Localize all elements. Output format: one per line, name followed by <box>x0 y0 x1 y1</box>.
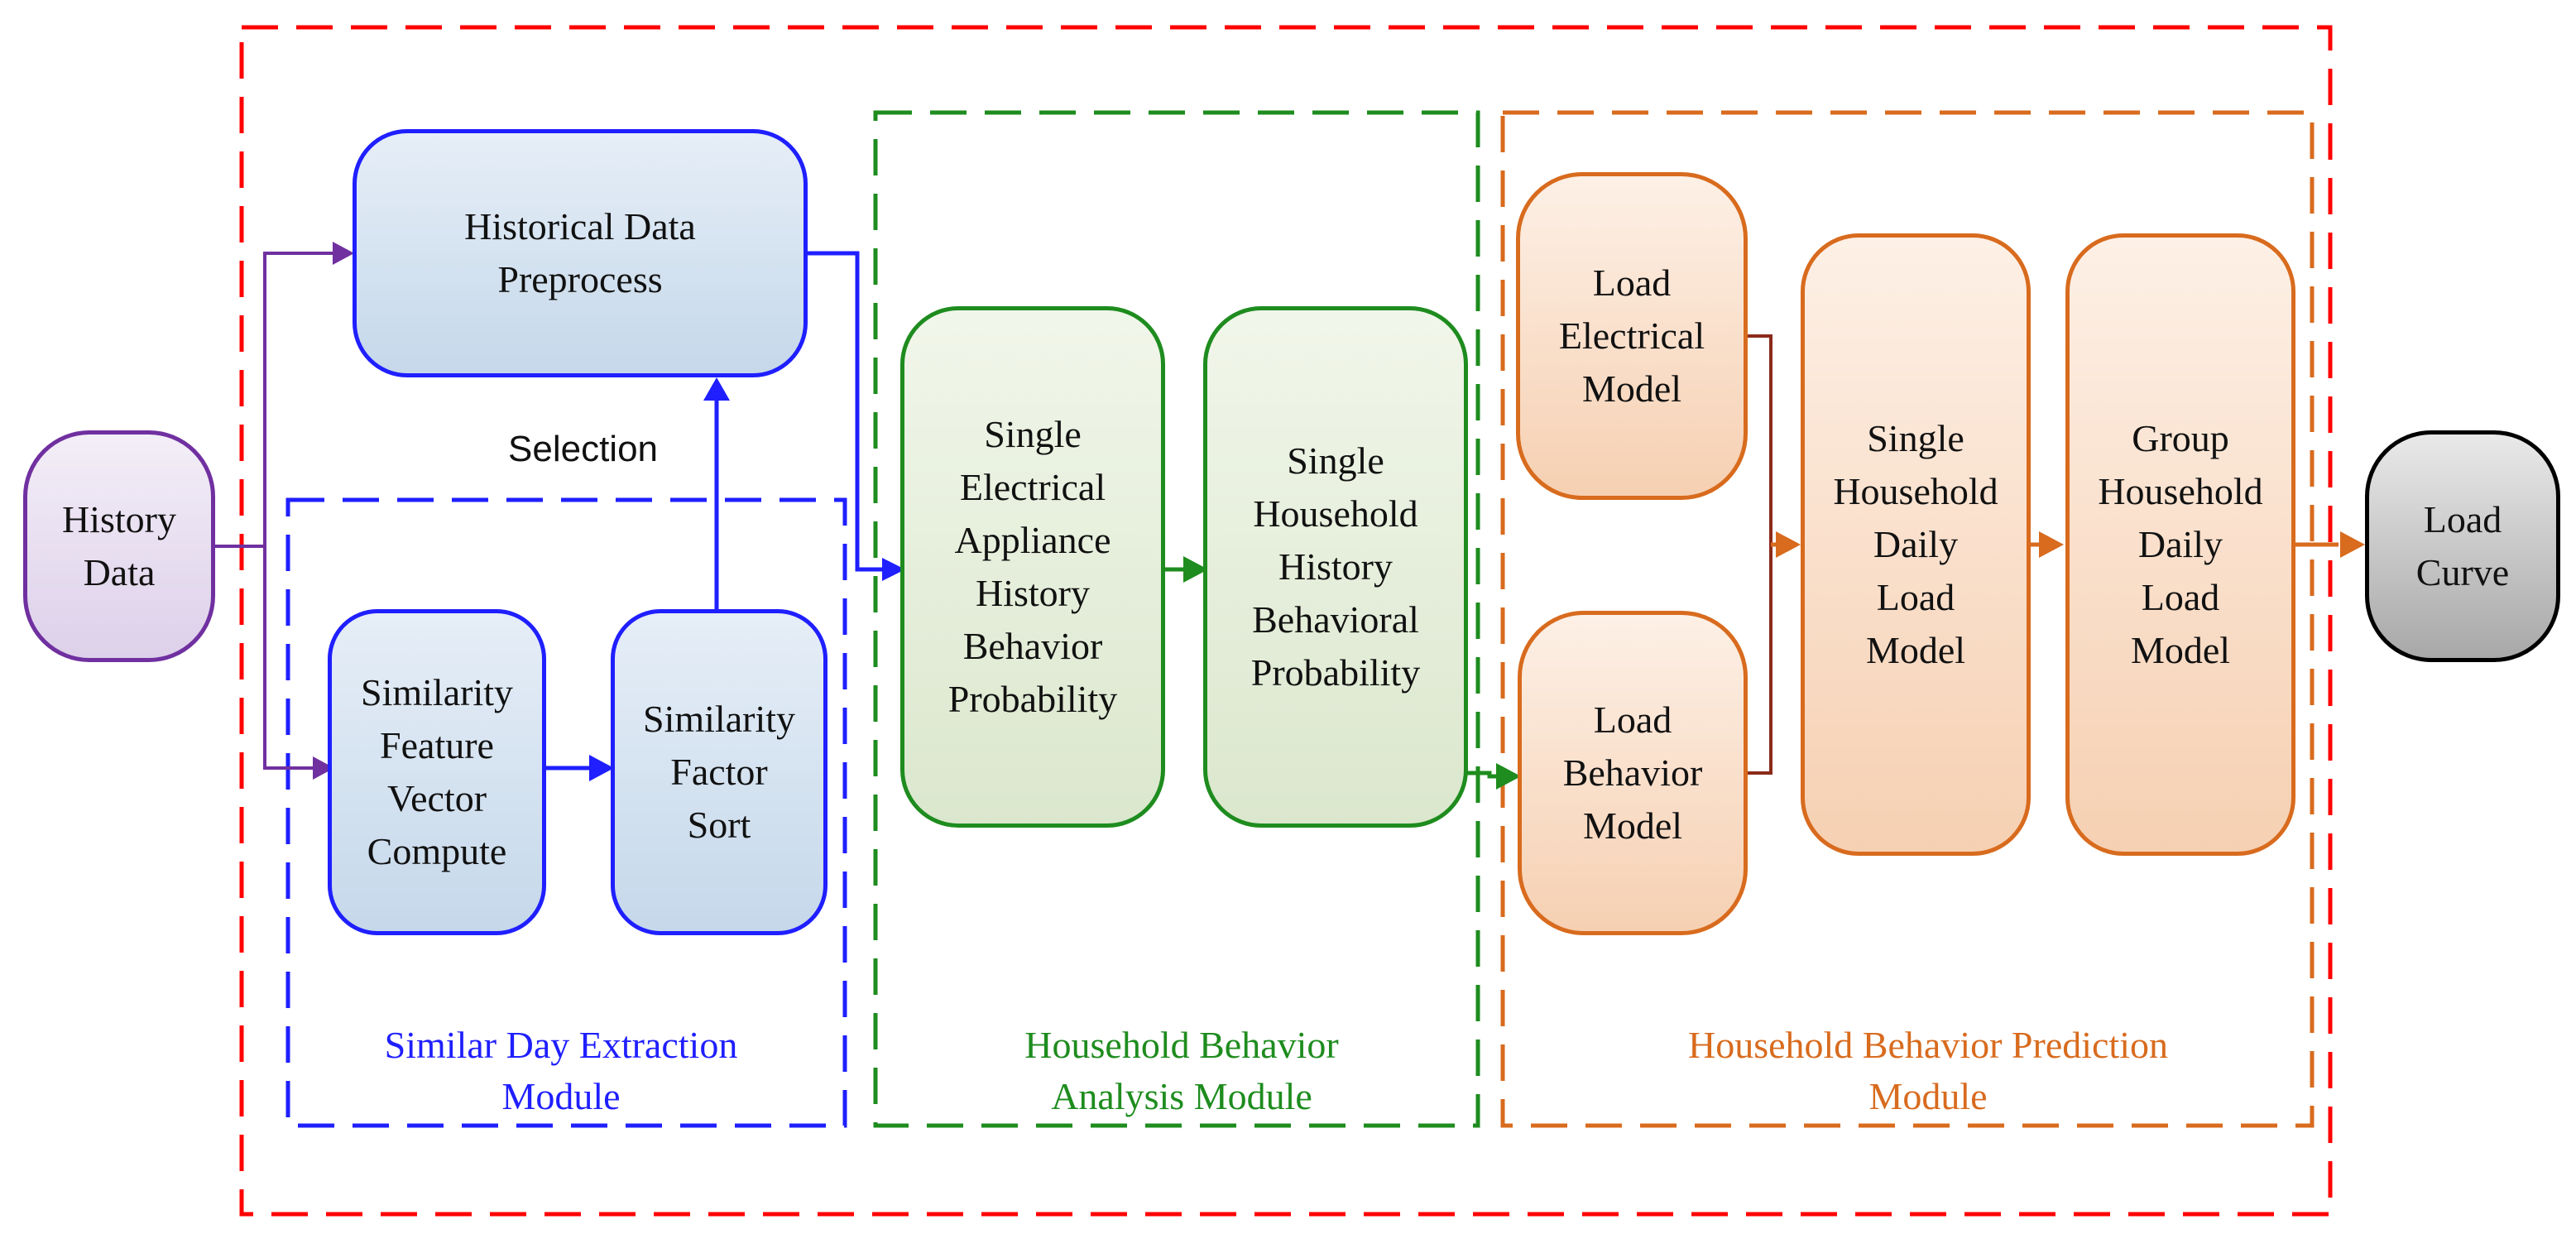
node-text-line: Household <box>1253 492 1418 535</box>
node-text-line: Electrical <box>1558 315 1705 357</box>
node-text-line: Behavior <box>1562 751 1703 794</box>
history-connector <box>213 252 336 770</box>
node-text-line: History <box>976 572 1090 614</box>
node-load-behavior-model: Load Behavior Model <box>1518 611 1748 935</box>
node-text-line: Load <box>1876 576 1955 618</box>
node-text-line: History <box>62 498 176 540</box>
node-text-line: Household <box>1833 470 1998 512</box>
node-text-line: Group <box>2132 417 2229 459</box>
module-label-line: Module <box>501 1075 621 1117</box>
node-text-line: Model <box>1582 804 1683 847</box>
analysis-module-label: Household Behavior Analysis Module <box>917 1020 1446 1122</box>
node-text-line: Vector <box>386 777 487 819</box>
node-single-household-history-probability: Single Household History Behavioral Prob… <box>1203 306 1468 828</box>
node-text-line: Load <box>1592 262 1672 304</box>
analysis-module-frame <box>873 110 1480 1128</box>
node-text-line: Data <box>83 551 156 593</box>
node-historical-data-preprocess: Historical Data Preprocess <box>353 129 808 377</box>
module-label-line: Similar Day Extraction <box>384 1024 738 1066</box>
module-label-line: Analysis Module <box>1051 1075 1312 1117</box>
node-text-line: Daily <box>1873 523 1959 565</box>
selection-label: Selection <box>508 429 659 469</box>
arrowhead <box>882 558 905 581</box>
node-text-line: Similarity <box>643 698 795 740</box>
module-label-line: Household Behavior <box>1024 1024 1339 1066</box>
node-history-data: History Data <box>23 430 215 662</box>
similar-day-module-frame <box>285 497 847 1128</box>
node-text-line: Feature <box>380 724 494 766</box>
node-text-line: Load <box>2141 576 2220 618</box>
arrowhead <box>703 377 730 401</box>
node-text-line: Preprocess <box>497 258 663 300</box>
module-label-line: Household Behavior Prediction <box>1687 1024 2168 1066</box>
node-text-line: Single <box>1287 439 1384 482</box>
node-text-line: Single <box>984 413 1082 455</box>
node-text-line: Model <box>1581 367 1682 410</box>
node-text-line: Single <box>1867 417 1964 459</box>
node-load-curve: Load Curve <box>2365 430 2560 662</box>
node-text-line: Daily <box>2137 523 2223 565</box>
arrowhead <box>1776 531 1801 558</box>
arrowhead <box>1183 556 1208 583</box>
node-load-electrical-model: Load Electrical Model <box>1516 172 1748 500</box>
arrowhead <box>589 755 614 781</box>
node-text-line: History <box>1278 545 1393 588</box>
prediction-module-frame <box>1500 110 2315 1128</box>
node-similarity-factor-sort: Similarity Factor Sort <box>611 609 827 935</box>
arrowhead <box>313 756 334 780</box>
node-text-line: Compute <box>367 830 507 872</box>
node-text-line: Load <box>1593 699 1672 741</box>
node-text-line: Appliance <box>954 519 1111 561</box>
node-text-line: Model <box>2130 629 2231 671</box>
similar-day-module-label: Similar Day Extraction Module <box>288 1020 834 1122</box>
arrowhead <box>2340 531 2365 558</box>
node-similarity-feature-vector: Similarity Feature Vector Compute <box>328 609 546 935</box>
prediction-module-label: Household Behavior Prediction Module <box>1556 1020 2300 1122</box>
node-text-line: Curve <box>2415 551 2510 593</box>
arrowhead <box>333 242 354 265</box>
node-text-line: Model <box>1865 629 1966 671</box>
arrowhead <box>2039 531 2064 558</box>
node-text-line: Probability <box>1250 651 1421 694</box>
node-text-line: Factor <box>670 751 768 793</box>
node-single-household-daily-load-model: Single Household Daily Load Model <box>1801 233 2031 856</box>
node-single-appliance-probability: Single Electrical Appliance History Beha… <box>900 306 1165 828</box>
module-label-line: Module <box>1868 1075 1988 1117</box>
node-text-line: Behavior <box>962 625 1103 667</box>
node-text-line: Similarity <box>361 671 513 713</box>
similarity-connector <box>543 251 885 771</box>
node-text-line: Probability <box>947 678 1118 720</box>
arrowhead <box>1496 763 1521 790</box>
node-text-line: Sort <box>687 804 751 846</box>
node-text-line: Historical Data <box>464 205 696 247</box>
outer-frame <box>239 25 2333 1217</box>
analysis-connector <box>1165 567 1498 779</box>
node-text-line: Electrical <box>959 466 1106 508</box>
node-group-household-daily-load-model: Group Household Daily Load Model <box>2065 233 2295 856</box>
node-text-line: Load <box>2423 498 2502 540</box>
node-text-line: Behavioral <box>1252 598 1419 641</box>
load-models-connector <box>1746 334 1772 775</box>
node-text-line: Household <box>2098 470 2263 512</box>
